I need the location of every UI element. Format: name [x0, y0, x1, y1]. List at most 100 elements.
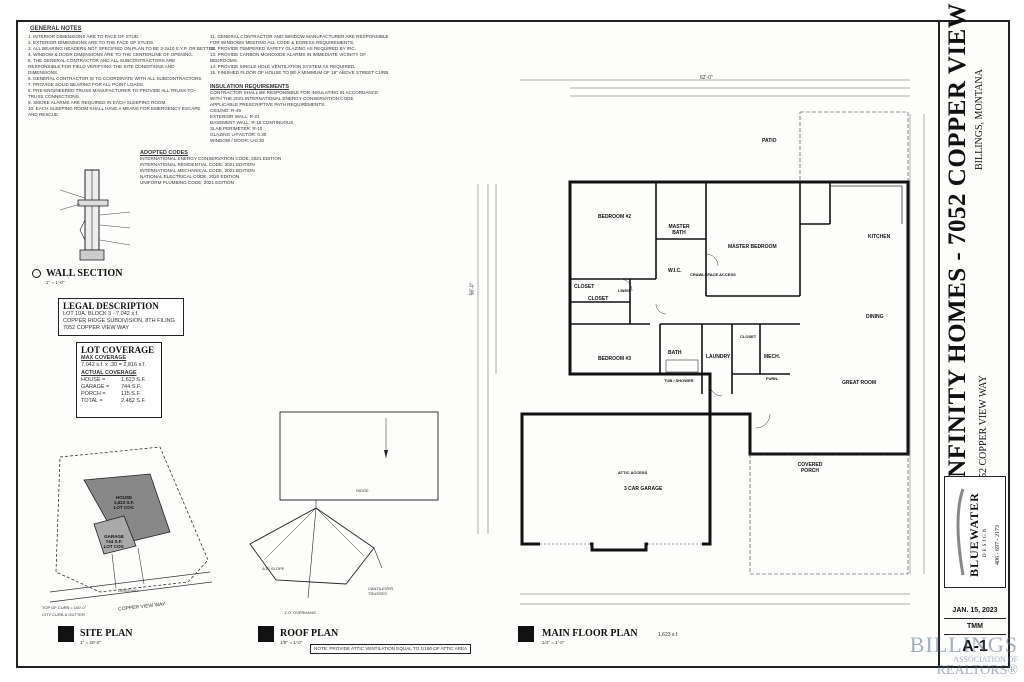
- main-floor-scale: 1/4" = 1'-0": [542, 640, 565, 645]
- note-line: 8. PRE-ENGINEERED TRUSS MANUFACTURER TO …: [28, 88, 196, 99]
- site-house-name: HOUSE: [115, 495, 132, 500]
- sheet-date: JAN. 15, 2023: [944, 604, 1006, 619]
- room-mech: MECH.: [764, 354, 781, 360]
- roof-ridge: RIDGE: [356, 488, 369, 493]
- drawing-sheet: [16, 20, 1010, 668]
- wall-section-title: WALL SECTION: [46, 268, 123, 279]
- room-bath: BATH: [668, 350, 682, 356]
- site-house-label: HOUSE 1,623 S.F. LOT COV.: [104, 495, 144, 510]
- main-floor-area: 1,623 s.f.: [658, 632, 679, 638]
- room-bedroom-2: BEDROOM #2: [598, 214, 632, 220]
- site-house-cov: LOT COV.: [113, 505, 135, 510]
- firm-sub: DESIGN: [983, 526, 988, 557]
- insulation-line: CEILING: R-49: [210, 108, 241, 113]
- coverage-row: GARAGE = 744 S.F.: [81, 384, 157, 391]
- coverage-label: TOTAL =: [81, 398, 103, 404]
- wall-section-scale: 1" = 1'-0": [46, 280, 65, 285]
- site-garage-cov: LOT COV.: [103, 544, 125, 549]
- code-line: INTERNATIONAL ENERGY CONSERVATION CODE, …: [140, 156, 282, 161]
- roof-vent-note: NOTE: PROVIDE ATTIC VENTILATION EQUAL TO…: [310, 644, 472, 654]
- general-notes-title: GENERAL NOTES: [30, 26, 82, 32]
- site-plan-scale: 1" = 20'-0": [80, 640, 102, 645]
- drawn-by: TMM: [944, 620, 1006, 635]
- room-garage: 3 CAR GARAGE: [624, 486, 663, 492]
- realtor-watermark: BILLINGS ASSOCIATION OF REALTORS®: [910, 634, 1018, 678]
- note-line: 5. THE GENERAL CONTRACTOR AND ALL SUBCON…: [28, 58, 176, 75]
- coverage-row: HOUSE = 1,623 S.F.: [81, 377, 157, 384]
- coverage-row: TOTAL = 2,482 S.F.: [81, 398, 157, 405]
- legal-line: LOT 10A, BLOCK 3 - 7,042 s.f.: [63, 311, 139, 317]
- room-master-bath: MASTER BATH: [668, 224, 690, 236]
- insulation-line: GLAZING U-FACTOR: 0.30: [210, 132, 267, 137]
- room-kitchen: KITCHEN: [868, 234, 891, 240]
- roof-plan-drawing: [249, 411, 439, 599]
- insulation-line: WITH THE 2021 INTERNATIONAL ENERGY CONSE…: [210, 96, 354, 101]
- overall-depth: 56'-0": [469, 282, 476, 296]
- project-address: 7052 COPPER VIEW WAY: [978, 375, 989, 488]
- room-bedroom-3: BEDROOM #3: [598, 356, 632, 362]
- code-line: INTERNATIONAL RESIDENTIAL CODE, 2021 EDI…: [140, 162, 255, 167]
- note-line: 7. PROVIDE SOLID BEARING FOR ALL POINT L…: [28, 82, 145, 87]
- max-coverage-title: MAX COVERAGE: [81, 355, 127, 361]
- code-line: UNIFORM PLUMBING CODE, 2021 EDITION: [140, 180, 234, 185]
- room-attic-access: ATTIC ACCESS: [618, 470, 648, 475]
- insulation-line: BASEMENT WALL: R-15 CONTINUOUS: [210, 120, 294, 125]
- room-master-bedroom: MASTER BEDROOM: [728, 244, 777, 250]
- insulation-title: INSULATION REQUIREMENTS: [210, 84, 290, 90]
- site-garage-label: GARAGE 744 S.F. LOT COV.: [94, 534, 134, 549]
- site-gutter-note: CITY CURB & GUTTER: [42, 612, 85, 617]
- overall-width: 62'-0": [700, 75, 713, 81]
- watermark-line-2: ASSOCIATION OF: [953, 655, 1018, 664]
- site-driveway: DRIVEWAY: [118, 588, 139, 593]
- notes-col-1: 1. INTERIOR DIMENSIONS ARE TO FACE OF ST…: [28, 34, 216, 118]
- coverage-value: 744 S.F.: [121, 384, 142, 390]
- site-garage-area: 744 S.F.: [105, 539, 123, 544]
- coverage-value: 2,482 S.F.: [121, 398, 146, 404]
- room-closet-3: CLOSET: [740, 334, 757, 339]
- main-floor-drawing: [477, 79, 925, 605]
- project-title: INFINITY HOMES - 7052 COPPER VIEW: [944, 2, 971, 488]
- lot-coverage-title: LOT COVERAGE: [81, 345, 155, 355]
- north-arrow-icon: [518, 626, 534, 642]
- insulation-line: EXTERIOR WALL: R-21: [210, 114, 260, 119]
- note-line: 15. FINISHED FLOOR OF HOUSE TO BE A MINI…: [210, 70, 390, 75]
- legal-title: LEGAL DESCRIPTION: [63, 301, 159, 311]
- note-line: 2. EXTERIOR DIMENSIONS ARE TO THE FACE O…: [28, 40, 155, 45]
- roof-overhang: 1'-0" OVERHANG: [284, 610, 316, 615]
- note-line: 1. INTERIOR DIMENSIONS ARE TO FACE OF ST…: [28, 34, 140, 39]
- firm-logo-box: BLUEWATER DESIGN 406 - 697 - 2173: [944, 476, 1006, 588]
- watermark-line-3: REALTORS®: [936, 663, 1018, 678]
- note-line: 4. WINDOW & DOOR DIMENSIONS ARE TO THE C…: [28, 52, 194, 57]
- room-patio: PATIO: [762, 138, 777, 144]
- firm-name: BLUEWATER: [967, 492, 981, 577]
- max-coverage-value: 7,042 s.f. x .30 = 2,816 s.f.: [81, 362, 146, 368]
- insulation-requirements: INSULATION REQUIREMENTS CONTRACTOR SHALL…: [210, 84, 390, 144]
- note-line: 12. PROVIDE TEMPERED SAFETY GLAZING AS R…: [210, 46, 357, 51]
- insulation-line: CONTRACTOR SHALL BE RESPONSIBLE FOR INSU…: [210, 90, 379, 95]
- site-plan-title: SITE PLAN: [80, 628, 133, 639]
- north-arrow-icon: [258, 626, 274, 642]
- room-closet-1: CLOSET: [574, 284, 595, 290]
- note-line: 11. GENERAL CONTRACTOR AND WINDOW MANUFA…: [210, 34, 389, 45]
- insulation-line: WINDOW / DOOR: U-0.30: [210, 138, 265, 143]
- coverage-row: PORCH = 115 S.F.: [81, 391, 157, 398]
- room-dining: DINING: [866, 314, 884, 320]
- coverage-label: HOUSE =: [81, 377, 106, 383]
- site-house-area: 1,623 S.F.: [113, 500, 135, 505]
- wall-section-drawing: [59, 169, 131, 261]
- note-line: 13. PROVIDE CARBON MONOXIDE ALARMS IN IM…: [210, 52, 367, 63]
- north-arrow-icon: [58, 626, 74, 642]
- roof-slope: 4/12 SLOPE: [262, 566, 285, 571]
- notes-col-2: 11. GENERAL CONTRACTOR AND WINDOW MANUFA…: [210, 34, 392, 76]
- note-line: 9. SMOKE ALARMS ARE REQUIRED IN EACH SLE…: [28, 100, 167, 105]
- project-location: BILLINGS, MONTANA: [974, 69, 985, 170]
- codes-title: ADOPTED CODES: [140, 150, 188, 156]
- room-great-room: GREAT ROOM: [842, 380, 877, 386]
- room-linen: LINEN: [618, 288, 630, 293]
- note-line: 6. GENERAL CONTRACTOR IS TO COORDINATE W…: [28, 76, 203, 81]
- code-line: INTERNATIONAL MECHANICAL CODE, 2021 EDIT…: [140, 168, 255, 173]
- coverage-value: 1,623 S.F.: [121, 377, 146, 383]
- coverage-label: GARAGE =: [81, 384, 110, 390]
- room-covered-porch: COVERED PORCH: [797, 462, 823, 474]
- firm-logo-icon: [956, 488, 965, 576]
